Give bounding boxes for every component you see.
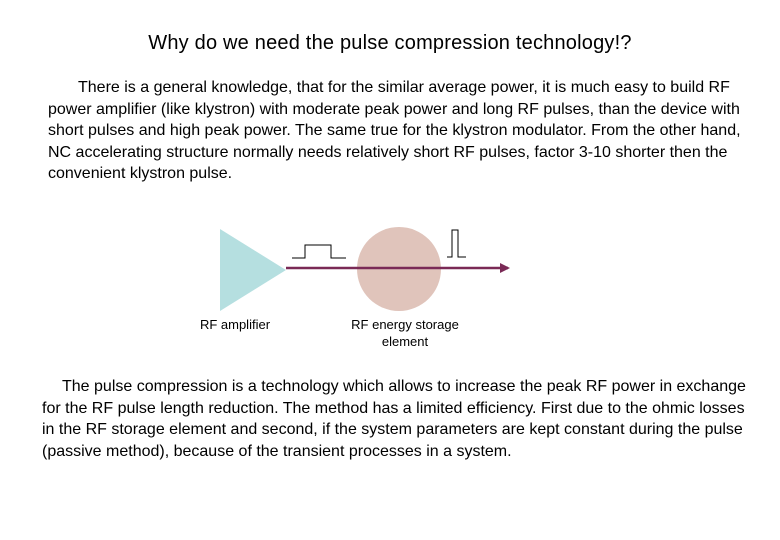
long-pulse-waveform: [292, 244, 346, 259]
conclusion-paragraph: The pulse compression is a technology wh…: [42, 376, 752, 462]
rf-storage-element-label: RF energy storage element: [351, 317, 459, 349]
rf-amplifier-label: RF amplifier: [199, 317, 271, 332]
rf-amplifier-triangle: [220, 229, 286, 311]
intro-paragraph: There is a general knowledge, that for t…: [48, 77, 748, 185]
intro-paragraph-text: There is a general knowledge, that for t…: [48, 79, 741, 182]
slide-title: Why do we need the pulse compression tec…: [148, 32, 632, 54]
conclusion-paragraph-text: The pulse compression is a technology wh…: [42, 378, 746, 460]
short-pulse-waveform: [447, 229, 466, 258]
